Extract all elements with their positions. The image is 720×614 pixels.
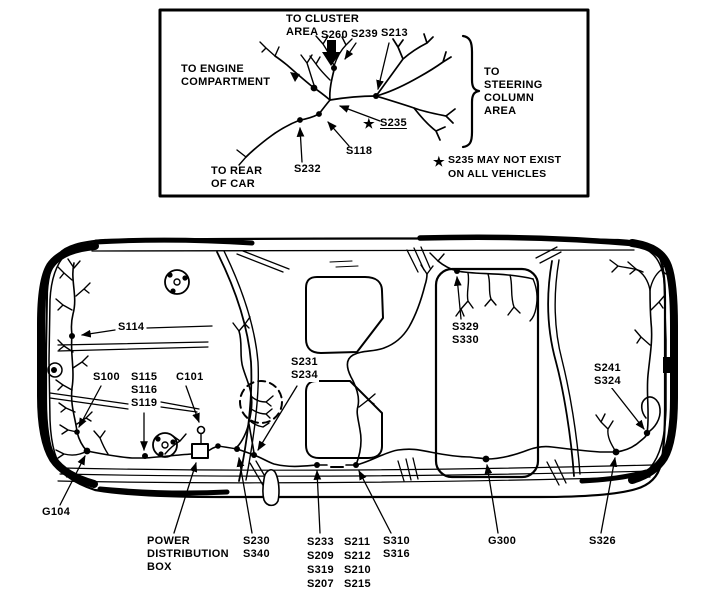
power-distribution-box-shape — [191, 443, 209, 459]
label-s114: S114 — [117, 321, 146, 334]
label-s115-s116-s119: S115 S116 S119 — [130, 371, 159, 410]
label-to-rear-of-car: TO REAR OF CAR — [211, 165, 263, 190]
splice-dot-g104 — [83, 447, 91, 455]
label-s230-s340: S230 S340 — [243, 535, 270, 560]
splice-dot-s329 — [454, 268, 460, 274]
label-s232: S232 — [294, 163, 321, 175]
car-harness — [55, 252, 668, 468]
car-leader-arrows — [59, 276, 645, 534]
c101-connector — [196, 425, 206, 435]
label-s118: S118 — [346, 145, 373, 157]
label-splice-column-left: S233 S209 S319 S207 — [307, 536, 334, 590]
brace-right — [461, 34, 481, 149]
floor-fin — [262, 469, 280, 507]
inset-harness-tree — [236, 33, 456, 166]
shelf-harness-branches — [429, 252, 538, 322]
label-to-steering-column-area: TO STEERING COLUMN AREA — [484, 66, 543, 117]
car-interior — [239, 267, 540, 479]
trunk-harness-twigs — [595, 259, 668, 453]
front-tree-twigs — [55, 258, 93, 459]
label-s329-s330: S329 S330 — [451, 321, 480, 347]
splice-dot-s241 — [643, 429, 651, 437]
splice-dot-s230 — [234, 446, 240, 452]
windshield-line — [216, 251, 253, 482]
splice-dot-s100 — [74, 429, 80, 435]
front-grommet — [47, 362, 63, 378]
star-icon: ★ — [433, 154, 445, 169]
star-icon: ★ — [363, 116, 375, 131]
label-s310-s316: S310 S316 — [383, 535, 410, 560]
front-seat-left — [305, 276, 384, 354]
filler-mark — [663, 357, 671, 373]
label-c101: C101 — [175, 371, 205, 384]
rear-seat-panel — [434, 267, 540, 479]
front-seat-right — [305, 380, 383, 459]
label-to-engine-compartment: TO ENGINE COMPARTMENT — [181, 63, 271, 88]
label-s239: S239 — [351, 28, 378, 40]
label-s326: S326 — [589, 535, 616, 547]
car-body — [37, 234, 678, 507]
splice-dot-g300 — [482, 455, 490, 463]
splice-dot-s114 — [69, 333, 75, 339]
label-splice-column-right: S211 S212 S210 S215 — [344, 536, 371, 590]
label-g300: G300 — [488, 535, 517, 547]
label-to-cluster-area: TO CLUSTER AREA — [286, 13, 360, 38]
splice-dot-s233 — [314, 462, 320, 468]
strut-tower-front — [164, 269, 190, 295]
splice-dot-s115 — [142, 453, 148, 459]
rear-bumper — [628, 239, 678, 484]
inset-splice-dots — [297, 65, 379, 123]
inset-box — [158, 8, 590, 198]
label-s100: S100 — [92, 371, 121, 384]
splice-dots — [69, 268, 651, 468]
label-s213: S213 — [381, 27, 408, 39]
label-s241-s324: S241 S324 — [593, 362, 622, 388]
splice-dot-s310 — [353, 462, 359, 468]
inset-leader-arrows — [296, 34, 481, 163]
splice-dot-s326 — [612, 448, 620, 456]
cowl-harness-twigs — [232, 316, 274, 428]
dashed-access-circle — [239, 380, 283, 424]
label-g104: G104 — [42, 506, 71, 518]
label-s235: S235 — [380, 117, 407, 129]
label-power-distribution-box: POWER DISTRIBUTION BOX — [147, 535, 229, 573]
rear-window-line — [547, 260, 575, 477]
splice-dot-s231 — [251, 452, 257, 458]
label-s260: S260 — [321, 29, 348, 41]
label-s235-footnote: S235 MAY NOT EXIST ON ALL VEHICLES — [448, 154, 562, 180]
label-s231-s234: S231 S234 — [290, 356, 319, 382]
